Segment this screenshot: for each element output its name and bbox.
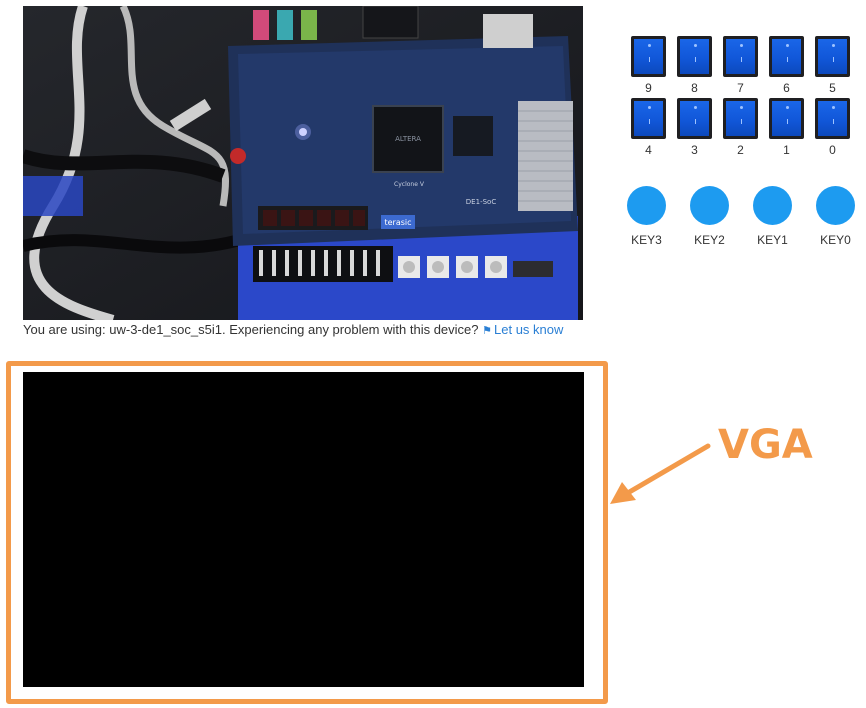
- key-label: KEY2: [694, 233, 725, 247]
- flag-icon: ⚑: [482, 325, 493, 337]
- switch-8[interactable]: 8: [677, 36, 712, 95]
- switch-toggle-icon: [769, 36, 804, 77]
- key-0-button[interactable]: KEY0: [816, 186, 855, 247]
- switch-4[interactable]: 4: [631, 98, 666, 157]
- switch-toggle-icon: [815, 98, 850, 139]
- svg-text:ALTERA: ALTERA: [395, 135, 421, 143]
- switch-toggle-icon: [723, 98, 758, 139]
- report-problem-link[interactable]: ⚑Let us know: [482, 322, 563, 337]
- switch-5[interactable]: 5: [815, 36, 850, 95]
- arrow-left-icon: [610, 443, 711, 504]
- de1-soc-board-image: ALTERA terasic DE1-SoC: [23, 6, 583, 320]
- svg-text:terasic: terasic: [384, 218, 411, 227]
- device-info-text: You are using: uw-3-de1_soc_s5i1. Experi…: [23, 321, 583, 340]
- key-label: KEY1: [757, 233, 788, 247]
- switch-7[interactable]: 7: [723, 36, 758, 95]
- switch-toggle-icon: [769, 98, 804, 139]
- switch-toggle-icon: [631, 98, 666, 139]
- switch-label: 7: [737, 81, 744, 95]
- key-circle-icon: [690, 186, 729, 225]
- svg-text:DE1-SoC: DE1-SoC: [466, 198, 497, 206]
- key-circle-icon: [627, 186, 666, 225]
- vga-display: [23, 372, 584, 687]
- switch-1[interactable]: 1: [769, 98, 804, 157]
- vga-highlight-frame: [6, 361, 608, 704]
- switch-label: 6: [783, 81, 790, 95]
- key-1-button[interactable]: KEY1: [753, 186, 792, 247]
- switch-row-top: 9 8 7 6 5: [631, 36, 850, 95]
- switch-9[interactable]: 9: [631, 36, 666, 95]
- switch-toggle-icon: [723, 36, 758, 77]
- switch-label: 1: [783, 143, 790, 157]
- switch-label: 9: [645, 81, 652, 95]
- switch-label: 5: [829, 81, 836, 95]
- switch-toggle-icon: [815, 36, 850, 77]
- switch-toggle-icon: [677, 36, 712, 77]
- switch-label: 4: [645, 143, 652, 157]
- key-circle-icon: [816, 186, 855, 225]
- board-camera-feed: ALTERA terasic DE1-SoC: [23, 6, 583, 320]
- switch-2[interactable]: 2: [723, 98, 758, 157]
- switch-label: 8: [691, 81, 698, 95]
- key-label: KEY3: [631, 233, 662, 247]
- switch-3[interactable]: 3: [677, 98, 712, 157]
- switch-toggle-icon: [677, 98, 712, 139]
- switch-toggle-icon: [631, 36, 666, 77]
- svg-text:Cyclone V: Cyclone V: [394, 181, 425, 188]
- vga-annotation-label: VGA: [718, 422, 813, 468]
- switch-label: 3: [691, 143, 698, 157]
- switch-label: 2: [737, 143, 744, 157]
- switch-row-bottom: 4 3 2 1 0: [631, 98, 850, 157]
- switch-0[interactable]: 0: [815, 98, 850, 157]
- device-info-prefix: You are using: uw-3-de1_soc_s5i1. Experi…: [23, 322, 479, 337]
- switch-6[interactable]: 6: [769, 36, 804, 95]
- key-circle-icon: [753, 186, 792, 225]
- key-row: KEY3 KEY2 KEY1 KEY0: [627, 186, 855, 247]
- report-problem-label: Let us know: [494, 322, 564, 337]
- switch-label: 0: [829, 143, 836, 157]
- key-label: KEY0: [820, 233, 851, 247]
- key-3-button[interactable]: KEY3: [627, 186, 666, 247]
- key-2-button[interactable]: KEY2: [690, 186, 729, 247]
